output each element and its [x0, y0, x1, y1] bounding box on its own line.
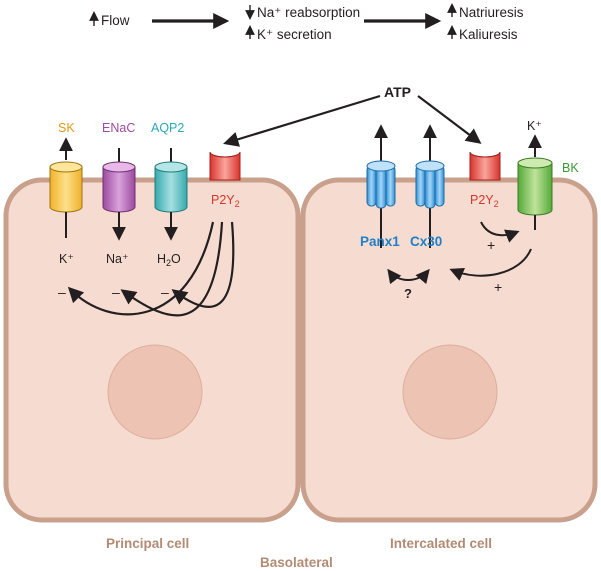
bk-to-connexin-activation-arrow — [449, 248, 532, 281]
principal-p2y2-label: P2Y2 — [211, 193, 240, 209]
cx30-channel — [415, 160, 445, 209]
intercalated-p2y2-label: P2Y2 — [470, 193, 499, 209]
header-kaliuresis-label: Kaliuresis — [459, 27, 518, 42]
panx1-channel — [366, 160, 396, 209]
p2y2-to-aqp2-inhibition-arrow — [171, 221, 235, 309]
sk-label: SK — [58, 121, 75, 135]
p2y2-to-sk-inhibition-arrow — [67, 221, 215, 316]
aqp2-label: AQP2 — [151, 121, 184, 135]
bk-channel — [517, 157, 553, 216]
header-k-secretion: K⁺ secretion — [257, 27, 332, 42]
ion-h2o-label: H2O — [157, 252, 181, 268]
sk-channel — [49, 161, 83, 213]
header-reabsorption: Na⁺ reabsorption K⁺ secretion — [245, 5, 360, 42]
inhibition-sign-h2o: – — [161, 284, 169, 300]
inhibition-sign-na: – — [112, 284, 120, 300]
aqp2-channel — [154, 161, 188, 213]
cx30-label: Cx30 — [410, 234, 442, 249]
atp-to-intercalated-p2y2-arrow — [417, 95, 482, 144]
intercalated-nucleus — [402, 344, 498, 440]
intercalated-cell-label: Intercalated cell — [390, 536, 492, 551]
header-natriuresis: Natriuresis Kaliuresis — [447, 3, 524, 42]
ion-na-label: Na⁺ — [106, 252, 129, 266]
p2y2-to-bk-activation-arrow — [480, 221, 520, 243]
interaction-question-mark: ? — [404, 286, 412, 301]
header-flow: Flow — [89, 11, 130, 28]
intercalated-p2y2-receptor — [469, 151, 501, 181]
enac-label: ENaC — [102, 121, 135, 135]
atp-to-principal-p2y2-arrow — [223, 94, 381, 147]
bk-connexin-plus-sign: + — [494, 279, 502, 295]
inhibition-sign-k: – — [58, 284, 66, 300]
header-flow-label: Flow — [101, 13, 130, 28]
header-natriuresis-label: Natriuresis — [459, 5, 524, 20]
atp-label: ATP — [384, 84, 411, 100]
principal-p2y2-receptor — [209, 151, 241, 181]
p2y2-to-enac-inhibition-arrow — [120, 221, 224, 317]
principal-nucleus — [107, 344, 203, 440]
basolateral-label: Basolateral — [260, 555, 333, 570]
enac-channel — [102, 161, 136, 213]
principal-cell-label: Principal cell — [106, 536, 189, 551]
p2y2-bk-plus-sign: + — [487, 237, 495, 253]
bk-label: BK — [562, 161, 579, 175]
panx1-cx30-interaction-arrow — [387, 268, 430, 285]
header-na-reabsorption: Na⁺ reabsorption — [257, 5, 360, 20]
panx1-label: Panx1 — [360, 234, 400, 249]
ion-k-label: K⁺ — [59, 252, 74, 266]
bk-k-out-label: K⁺ — [527, 119, 542, 133]
